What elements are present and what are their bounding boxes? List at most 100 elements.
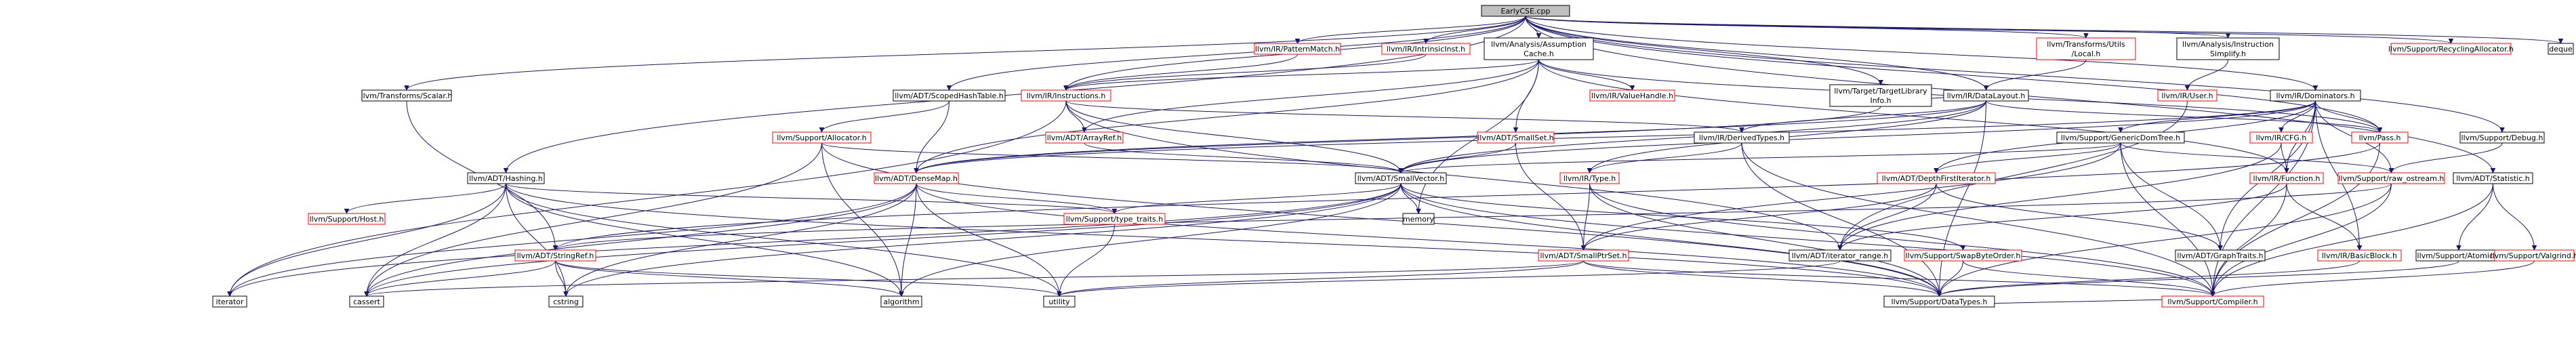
node-label: llvm/ADT/DenseMap.h — [875, 174, 958, 183]
node-translocal[interactable]: llvm/Transforms/Utils/Local.h — [2036, 37, 2136, 60]
node-scopedhash[interactable]: llvm/ADT/ScopedHashTable.h — [893, 89, 1006, 102]
edge-smallvector-to-datatypes — [1400, 183, 1940, 296]
node-host[interactable]: llvm/Support/Host.h — [308, 213, 386, 225]
node-box — [1254, 43, 1341, 55]
node-deque[interactable]: deque — [2548, 43, 2574, 55]
node-label: memory — [1403, 215, 1434, 224]
node-function[interactable]: llvm/IR/Function.h — [2249, 172, 2324, 184]
edge-root-to-scalar — [407, 16, 1526, 91]
node-datalayout[interactable]: llvm/IR/DataLayout.h — [1943, 89, 2029, 102]
node-root[interactable]: EarlyCSE.cpp — [1481, 5, 1570, 17]
edge-gendomtree-to-graphtraits — [2120, 142, 2220, 250]
edge-hashing-to-cstring — [506, 183, 567, 296]
node-label: llvm/IR/DataLayout.h — [1947, 91, 2026, 100]
node-type[interactable]: llvm/IR/Type.h — [1559, 172, 1620, 184]
node-scalar[interactable]: llvm/Transforms/Scalar.h — [361, 89, 453, 102]
node-label: llvm/IR/Instructions.h — [1027, 91, 1106, 100]
node-smallptrset[interactable]: llvm/ADT/SmallPtrSet.h — [1538, 249, 1629, 262]
edge-pass-to-compiler — [2213, 142, 2380, 296]
edge-intrinsicinst-to-instructions — [1066, 54, 1427, 91]
edge-rawostream-to-compiler — [2213, 183, 2392, 296]
edge-root-to-debug — [1525, 16, 2502, 132]
node-gendomtree[interactable]: llvm/Support/GenericDomTree.h — [2056, 131, 2185, 144]
node-label: llvm/Support/Atomic.h — [2417, 251, 2501, 260]
node-label: Info.h — [1870, 96, 1891, 105]
edge-smallptrset-to-datatypes — [1583, 260, 1940, 297]
node-utility[interactable]: utility — [1043, 295, 1076, 308]
edge-cfg-to-iterrange — [1840, 142, 2282, 250]
node-hashing[interactable]: llvm/ADT/Hashing.h — [467, 172, 545, 184]
edge-instructions-to-arrayref — [1065, 100, 1084, 132]
edge-type-to-compiler — [1589, 183, 2213, 296]
node-memory[interactable]: memory — [1402, 213, 1435, 225]
edge-dominators-to-pass — [2315, 100, 2380, 133]
node-box — [1829, 84, 1932, 107]
edge-type-to-smallptrset — [1584, 183, 1590, 250]
node-recycling[interactable]: llvm/Support/RecyclingAllocator.h — [2388, 43, 2514, 55]
node-arrayref[interactable]: llvm/ADT/ArrayRef.h — [1045, 131, 1124, 144]
node-valuehandle[interactable]: llvm/IR/ValueHandle.h — [1589, 89, 1675, 102]
node-box — [2548, 43, 2574, 55]
node-valgrind[interactable]: llvm/Support/Valgrind.h — [2491, 249, 2576, 262]
node-patternmatch[interactable]: llvm/IR/PatternMatch.h — [1254, 43, 1341, 55]
node-rawostream[interactable]: llvm/Support/raw_ostream.h — [2337, 172, 2445, 184]
node-dominators[interactable]: llvm/IR/Dominators.h — [2270, 89, 2361, 102]
node-box — [1021, 89, 1111, 102]
node-iterator[interactable]: iterator — [212, 295, 247, 308]
node-label: cstring — [553, 297, 579, 306]
node-cstring[interactable]: cstring — [548, 295, 584, 308]
node-smallset[interactable]: llvm/ADT/SmallSet.h — [1477, 131, 1555, 144]
node-iterrange[interactable]: llvm/ADT/iterator_range.h — [1788, 249, 1892, 262]
edge-stringref-to-utility — [555, 260, 1060, 297]
node-debug[interactable]: llvm/Support/Debug.h — [2459, 131, 2545, 144]
node-label: llvm/IR/Type.h — [1563, 174, 1616, 183]
node-label: utility — [1048, 297, 1070, 306]
node-box — [467, 172, 545, 184]
node-pass[interactable]: llvm/Pass.h — [2351, 131, 2409, 144]
node-typetraits[interactable]: llvm/Support/type_traits.h — [1063, 213, 1166, 225]
edge-assumption-to-function — [1538, 59, 2287, 173]
node-user[interactable]: llvm/IR/User.h — [2157, 89, 2217, 102]
node-label: llvm/ADT/GraphTraits.h — [2177, 251, 2263, 260]
node-label: llvm/IR/Function.h — [2253, 174, 2321, 183]
edge-hashing-to-typetraits — [506, 183, 1115, 214]
node-label: llvm/IR/IntrinsicInst.h — [1387, 45, 1465, 54]
edge-smallptrset-to-utility — [1059, 260, 1584, 297]
edge-assumption-to-instructions — [1066, 59, 1539, 91]
node-box — [2459, 131, 2545, 144]
edge-densemap-to-cassert — [367, 183, 917, 296]
node-stringref[interactable]: llvm/ADT/StringRef.h — [514, 249, 596, 262]
edge-derivedtypes-to-compiler — [1741, 142, 2213, 296]
node-smallvector[interactable]: llvm/ADT/SmallVector.h — [1355, 172, 1447, 184]
edge-hashing-to-iterator — [230, 183, 506, 296]
edge-smallptrset-to-cassert — [367, 260, 1584, 297]
edge-pass-to-stringref — [556, 142, 2380, 250]
edge-allocator-to-smallvector — [821, 142, 1402, 173]
edge-dominators-to-cfg — [2281, 100, 2316, 133]
node-allocator[interactable]: llvm/Support/Allocator.h — [772, 131, 872, 144]
node-densemap[interactable]: llvm/ADT/DenseMap.h — [874, 172, 959, 184]
node-depthfirst[interactable]: llvm/ADT/DepthFirstIterator.h — [1877, 172, 1996, 184]
node-basicblock[interactable]: llvm/IR/BasicBlock.h — [2317, 249, 2402, 262]
node-swapbyte[interactable]: llvm/Support/SwapByteOrder.h — [1904, 249, 2022, 262]
node-cassert[interactable]: cassert — [349, 295, 384, 308]
node-derivedtypes[interactable]: llvm/IR/DerivedTypes.h — [1694, 131, 1790, 144]
node-cfg[interactable]: llvm/IR/CFG.h — [2249, 131, 2313, 144]
node-datatypes[interactable]: llvm/Support/DataTypes.h — [1883, 295, 1995, 308]
node-atomic[interactable]: llvm/Support/Atomic.h — [2415, 249, 2502, 262]
node-label: llvm/Analysis/Instruction — [2182, 40, 2274, 49]
node-compiler[interactable]: llvm/Support/Compiler.h — [2161, 295, 2264, 308]
node-intrinsicinst[interactable]: llvm/IR/IntrinsicInst.h — [1381, 43, 1471, 55]
node-box — [1877, 172, 1996, 184]
node-graphtraits[interactable]: llvm/ADT/GraphTraits.h — [2175, 249, 2266, 262]
node-instructions[interactable]: llvm/IR/Instructions.h — [1021, 89, 1111, 102]
node-statistic[interactable]: llvm/ADT/Statistic.h — [2453, 172, 2533, 184]
node-algorithm[interactable]: algorithm — [880, 295, 922, 308]
node-box — [514, 249, 596, 262]
node-box — [772, 131, 872, 144]
edge-root-to-instsimplify — [1525, 16, 2228, 39]
edge-gendomtree-to-smallvector — [1401, 142, 2121, 173]
